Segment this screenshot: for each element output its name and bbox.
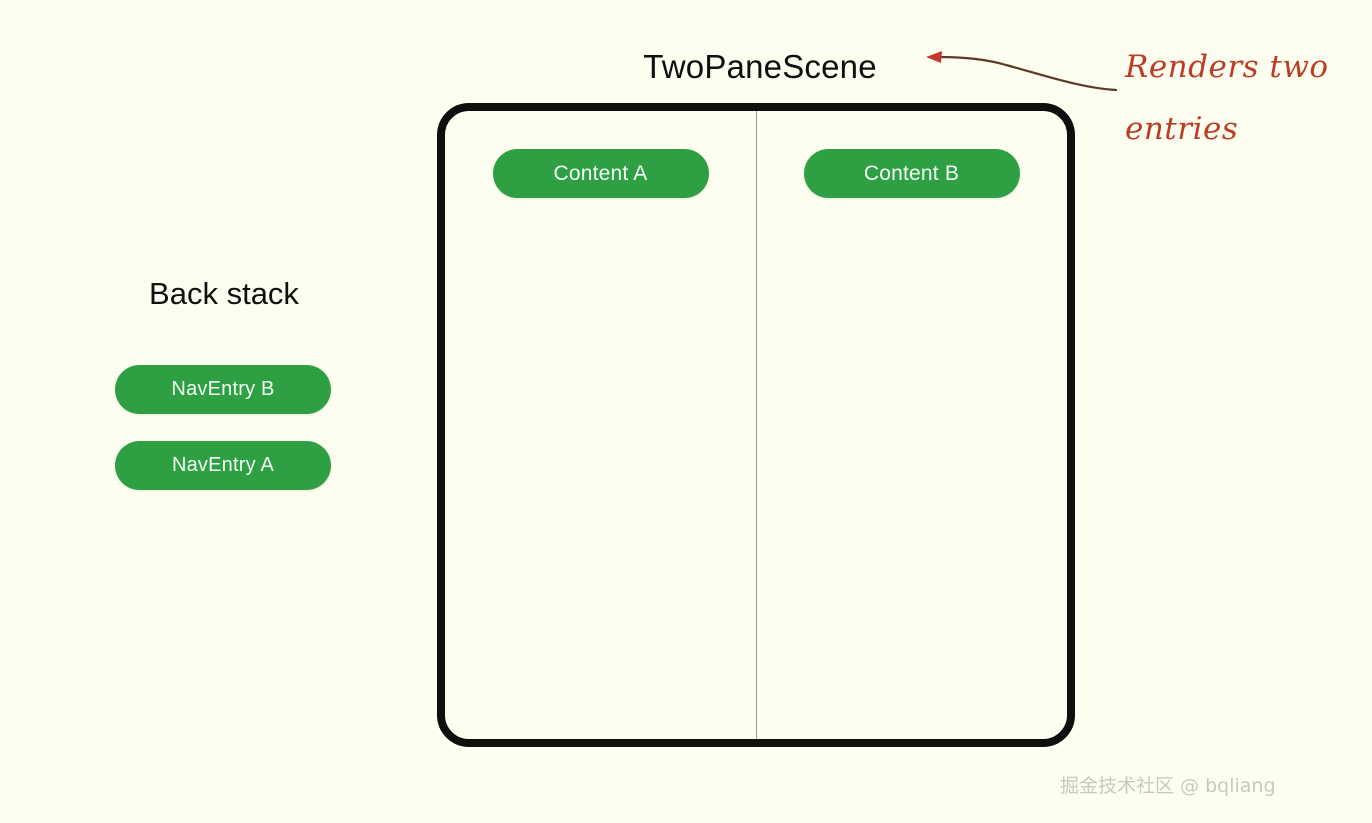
pane-divider bbox=[756, 111, 757, 739]
back-stack-title: Back stack bbox=[149, 276, 299, 311]
pane-right: Content B bbox=[756, 111, 1067, 739]
watermark: 掘金技术社区 @ bqliang bbox=[1060, 775, 1276, 797]
content-pill-b[interactable]: Content B bbox=[803, 149, 1020, 198]
pane-container: Content A Content B bbox=[445, 111, 1067, 739]
pane-left: Content A bbox=[445, 111, 756, 739]
two-pane-device-frame: Content A Content B bbox=[437, 103, 1075, 747]
nav-entry-pill-a[interactable]: NavEntry A bbox=[115, 441, 331, 490]
annotation-line-1: Renders two bbox=[1125, 49, 1329, 85]
annotation-line-2: entries bbox=[1125, 111, 1239, 147]
scene-title: TwoPaneScene bbox=[643, 48, 877, 85]
content-pill-a[interactable]: Content A bbox=[492, 149, 709, 198]
curved-arrow-left-icon bbox=[926, 51, 1118, 92]
back-stack-list: NavEntry B NavEntry A bbox=[115, 365, 331, 490]
annotation-text: Renders two entries bbox=[1125, 36, 1361, 160]
nav-entry-pill-b[interactable]: NavEntry B bbox=[115, 365, 331, 414]
